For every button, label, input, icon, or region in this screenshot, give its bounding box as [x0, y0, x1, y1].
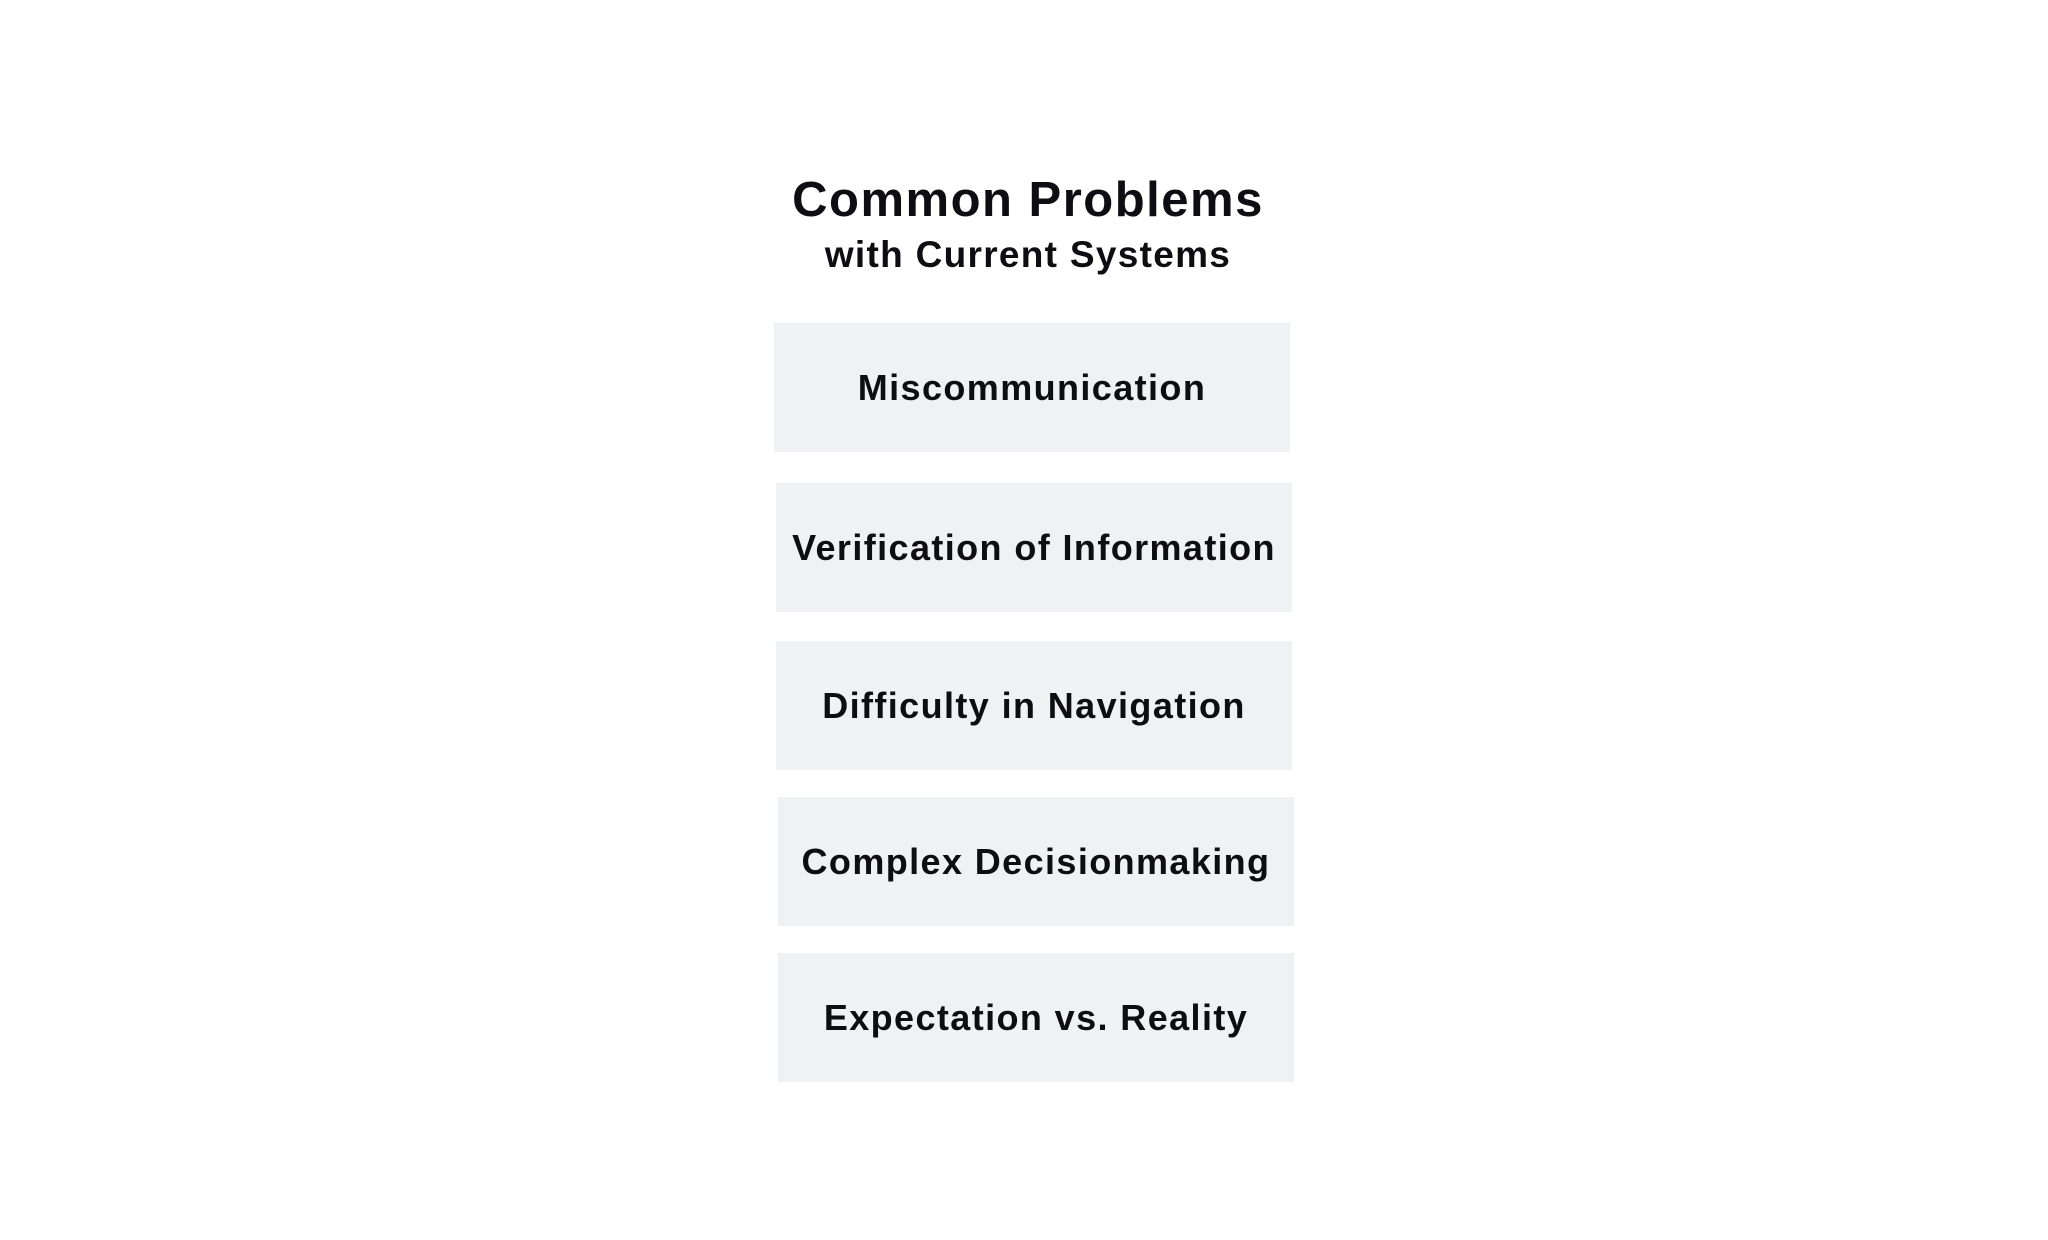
problem-box-complex-decisionmaking: Complex Decisionmaking [778, 797, 1294, 926]
problem-label: Expectation vs. Reality [823, 996, 1249, 1038]
problem-label: Complex Decisionmaking [801, 840, 1271, 882]
problem-box-miscommunication: Miscommunication [774, 323, 1290, 452]
title-main: Common Problems [792, 173, 1264, 227]
problem-label: Verification of Information [792, 526, 1276, 568]
problem-box-difficulty-in-navigation: Difficulty in Navigation [776, 641, 1292, 770]
diagram-title: Common Problems with Current Systems [0, 168, 2048, 278]
problem-box-verification-of-information: Verification of Information [776, 483, 1292, 612]
title-subtitle: with Current Systems [824, 234, 1232, 275]
problem-box-expectation-vs-reality: Expectation vs. Reality [778, 953, 1294, 1082]
problem-label: Miscommunication [857, 366, 1207, 408]
problem-label: Difficulty in Navigation [822, 684, 1246, 726]
